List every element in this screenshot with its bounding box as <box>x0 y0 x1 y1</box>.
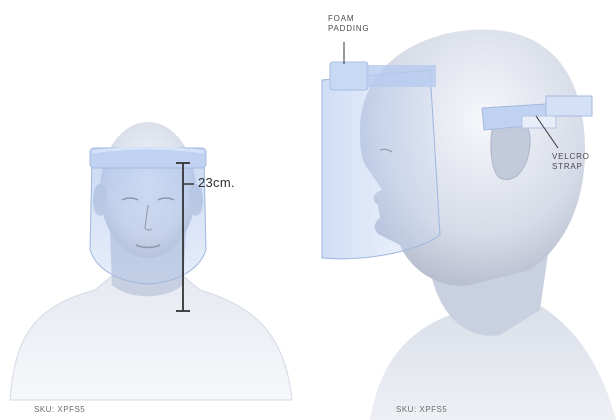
side-view-illustration <box>300 0 616 420</box>
face-shield <box>90 158 206 284</box>
foam-padding-callout: FOAM PADDING <box>328 14 369 34</box>
dimension-label: 23cm. <box>198 175 235 190</box>
sku-label-right: SKU: XPFS5 <box>396 405 447 414</box>
side-view-panel: FOAM PADDING VELCRO STRAP SKU: XPFS5 <box>300 0 616 420</box>
velcro-callout-line2: STRAP <box>552 162 590 172</box>
velcro-strap-callout: VELCRO STRAP <box>552 152 590 172</box>
velcro-callout-line1: VELCRO <box>552 152 590 162</box>
foam-padding-block <box>330 62 368 90</box>
foam-callout-line2: PADDING <box>328 24 369 34</box>
sku-label-left: SKU: XPFS5 <box>34 405 85 414</box>
front-view-illustration <box>0 0 300 420</box>
foam-callout-line1: FOAM <box>328 14 369 24</box>
side-face-shield <box>322 70 440 259</box>
front-view-panel: 23cm. SKU: XPFS5 <box>0 0 300 420</box>
